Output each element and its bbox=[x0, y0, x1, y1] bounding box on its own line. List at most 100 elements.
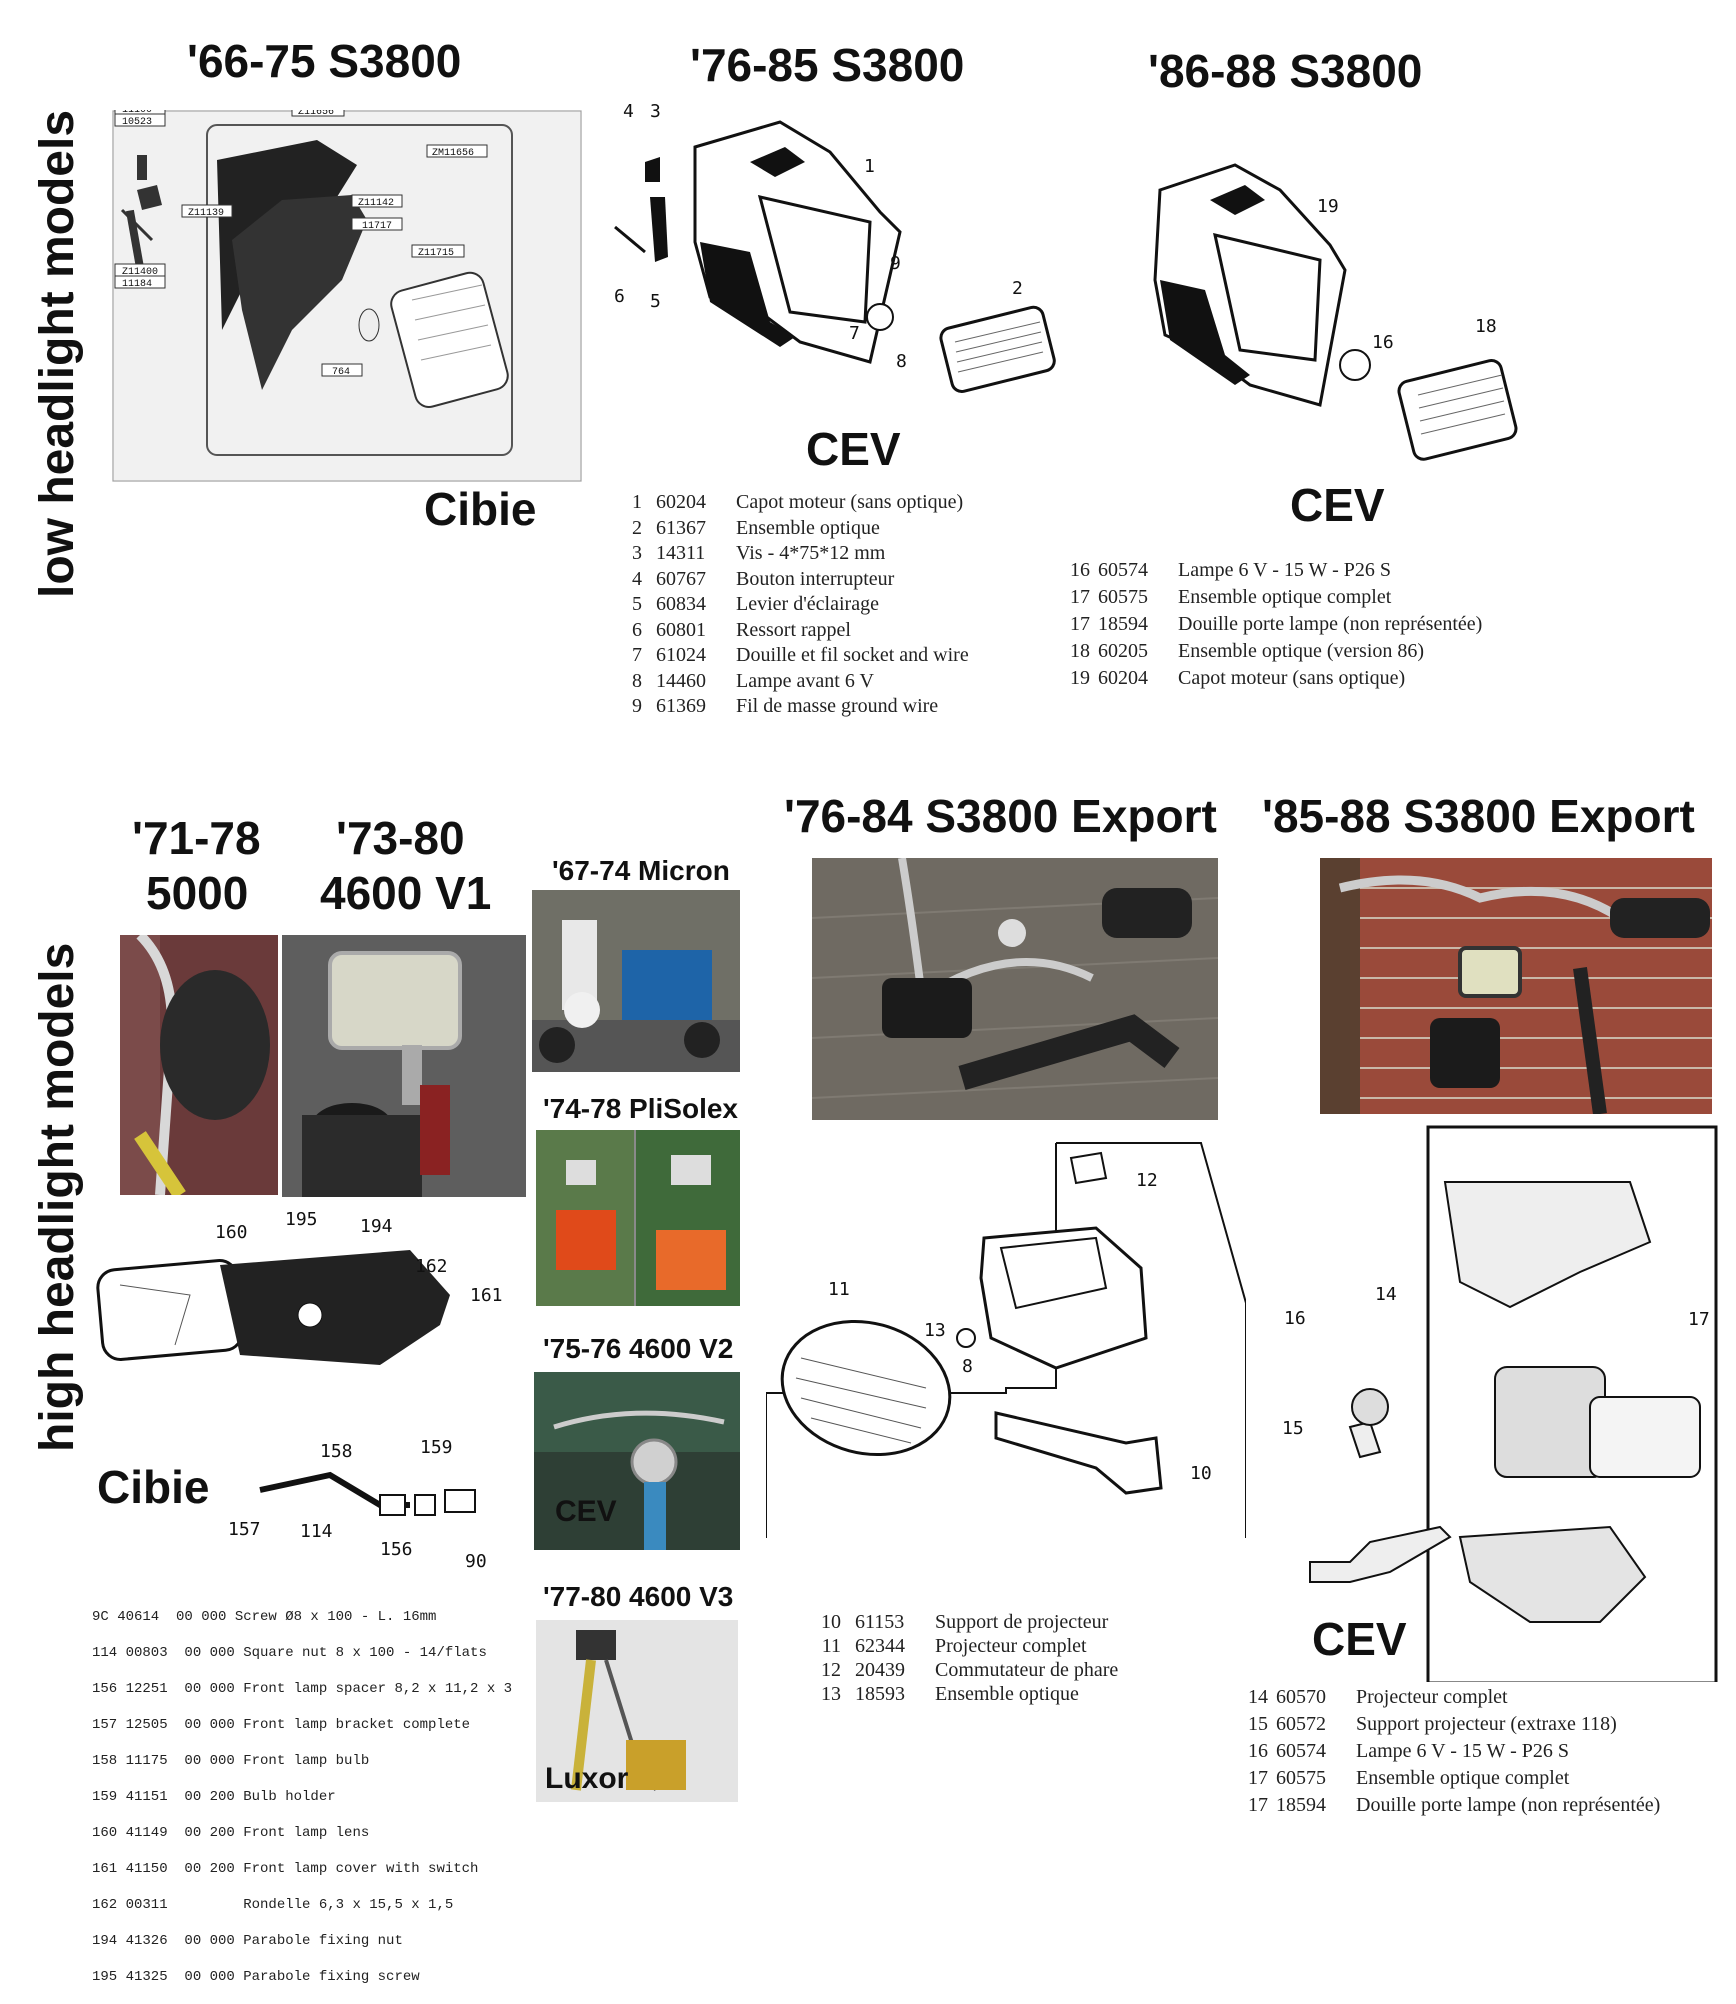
diagram1-label: 11184 bbox=[122, 279, 152, 290]
brand-cev-4600-v2: CEV bbox=[555, 1495, 617, 1528]
title-5000: 5000 bbox=[146, 867, 249, 919]
diagram1-label: 11717 bbox=[362, 221, 392, 232]
export1-callout: 12 bbox=[1136, 1170, 1158, 1191]
low-headlight-section-label: low headlight models bbox=[31, 109, 84, 598]
photo-5000-headlight bbox=[120, 935, 278, 1195]
photo-4600-v3 bbox=[536, 1620, 738, 1802]
brand-cev-86-88: CEV bbox=[1290, 479, 1385, 531]
brand-cibie-bottom: Cibie bbox=[97, 1461, 210, 1513]
title-74-78-plisolex: '74-78 PliSolex bbox=[543, 1093, 738, 1124]
brand-cev-export-85-88: CEV bbox=[1312, 1613, 1407, 1665]
cev-export-85-88-exploded-diagram: 14 16 17 15 bbox=[1250, 1122, 1720, 1682]
brand-cibie-top: Cibie bbox=[424, 483, 537, 535]
diagram1-label: Z11715 bbox=[418, 248, 454, 259]
cibie-callout: 158 bbox=[320, 1441, 353, 1462]
export2-callout: 15 bbox=[1282, 1418, 1304, 1439]
cibie-parts-row: 158 11175 00 000 Front lamp bulb bbox=[92, 1753, 370, 1769]
photo-85-88-export bbox=[1320, 858, 1712, 1114]
photo-plisolex bbox=[536, 1130, 740, 1306]
diagram1-label: Z11139 bbox=[188, 208, 224, 219]
diagram2-callout: 2 bbox=[1012, 278, 1023, 299]
cibie-callout: 90 bbox=[465, 1551, 487, 1572]
photo-micron bbox=[532, 890, 740, 1072]
title-66-75-s3800: '66-75 S3800 bbox=[187, 35, 462, 87]
diagram1-label: Z11656 bbox=[298, 110, 334, 118]
cibie-callout: 195 bbox=[285, 1209, 318, 1230]
title-73-80: '73-80 bbox=[336, 812, 465, 864]
diagram1-label: 11100 bbox=[122, 110, 152, 116]
title-76-84-s3800-export: '76-84 S3800 Export bbox=[784, 790, 1217, 842]
diagram2-callout: 4 bbox=[623, 102, 634, 122]
export2-callout: 14 bbox=[1375, 1284, 1397, 1305]
cibie-parts-row: 194 41326 00 000 Parabole fixing nut bbox=[92, 1933, 403, 1949]
diagram1-label: 10523 bbox=[122, 117, 152, 128]
cibie-callout: 114 bbox=[300, 1521, 333, 1542]
cibie-5000-exploded-diagram: 160 195 194 162 161 158 159 157 114 156 … bbox=[80, 1205, 530, 1585]
cev-86-88-exploded-diagram: 19 18 16 bbox=[1140, 150, 1540, 510]
cev-76-85-exploded-diagram: 4 3 1 9 2 6 5 7 8 bbox=[600, 102, 1060, 432]
cibie-callout: 162 bbox=[415, 1256, 448, 1277]
title-71-78: '71-78 bbox=[132, 812, 261, 864]
brand-luxor: Luxor bbox=[545, 1762, 629, 1795]
brand-cev-76-85: CEV bbox=[806, 423, 901, 475]
cibie-parts-row: 162 00311 Rondelle 6,3 x 15,5 x 1,5 bbox=[92, 1897, 454, 1913]
title-77-80-4600-v3: '77-80 4600 V3 bbox=[543, 1581, 734, 1612]
cibie-callout: 157 bbox=[228, 1519, 261, 1540]
cibie-parts-list: 9C 40614 00 000 Screw Ø8 x 100 - L. 16mm… bbox=[92, 1590, 512, 2004]
diagram3-callout: 18 bbox=[1475, 316, 1497, 337]
cibie-callout: 156 bbox=[380, 1539, 413, 1560]
cibie-parts-row: 114 00803 00 000 Square nut 8 x 100 - 14… bbox=[92, 1645, 487, 1661]
title-86-88-s3800: '86-88 S3800 bbox=[1148, 45, 1423, 97]
diagram2-callout: 7 bbox=[849, 323, 860, 344]
photo-4600-v2 bbox=[534, 1372, 740, 1550]
photo-76-84-export bbox=[812, 858, 1218, 1120]
cibie-callout: 160 bbox=[215, 1222, 248, 1243]
diagram2-callout: 8 bbox=[896, 351, 907, 372]
diagram1-label: Z11142 bbox=[358, 198, 394, 209]
export1-callout: 11 bbox=[828, 1279, 850, 1300]
diagram2-callout: 3 bbox=[650, 102, 661, 122]
title-75-76-4600-v2: '75-76 4600 V2 bbox=[543, 1333, 734, 1364]
title-76-85-s3800: '76-85 S3800 bbox=[690, 39, 965, 91]
photo-4600-v1-headlight bbox=[282, 935, 526, 1197]
export1-callout: 13 bbox=[924, 1320, 946, 1341]
cev-export-76-84-exploded-diagram: 12 11 13 8 10 bbox=[766, 1138, 1246, 1538]
cibie-parts-row: 156 12251 00 000 Front lamp spacer 8,2 x… bbox=[92, 1681, 513, 1697]
cibie-parts-row: 195 41325 00 000 Parabole fixing screw bbox=[92, 1969, 420, 1985]
diagram1-label: Z11400 bbox=[122, 267, 158, 278]
cibie-parts-row: 161 41150 00 200 Front lamp cover with s… bbox=[92, 1861, 479, 1877]
diagram3-callout: 19 bbox=[1317, 196, 1339, 217]
diagram3-callout: 16 bbox=[1372, 332, 1394, 353]
export2-callout: 16 bbox=[1284, 1308, 1306, 1329]
diagram2-callout: 6 bbox=[614, 286, 625, 307]
cibie-parts-row: 157 12505 00 000 Front lamp bracket comp… bbox=[92, 1717, 471, 1733]
title-4600-v1: 4600 V1 bbox=[320, 867, 492, 919]
diagram1-label: 764 bbox=[332, 367, 350, 378]
high-headlight-section-label: high headlight models bbox=[31, 942, 84, 1452]
export1-callout: 8 bbox=[962, 1356, 973, 1377]
export2-callout: 17 bbox=[1688, 1309, 1710, 1330]
diagram2-callout: 5 bbox=[650, 291, 661, 312]
